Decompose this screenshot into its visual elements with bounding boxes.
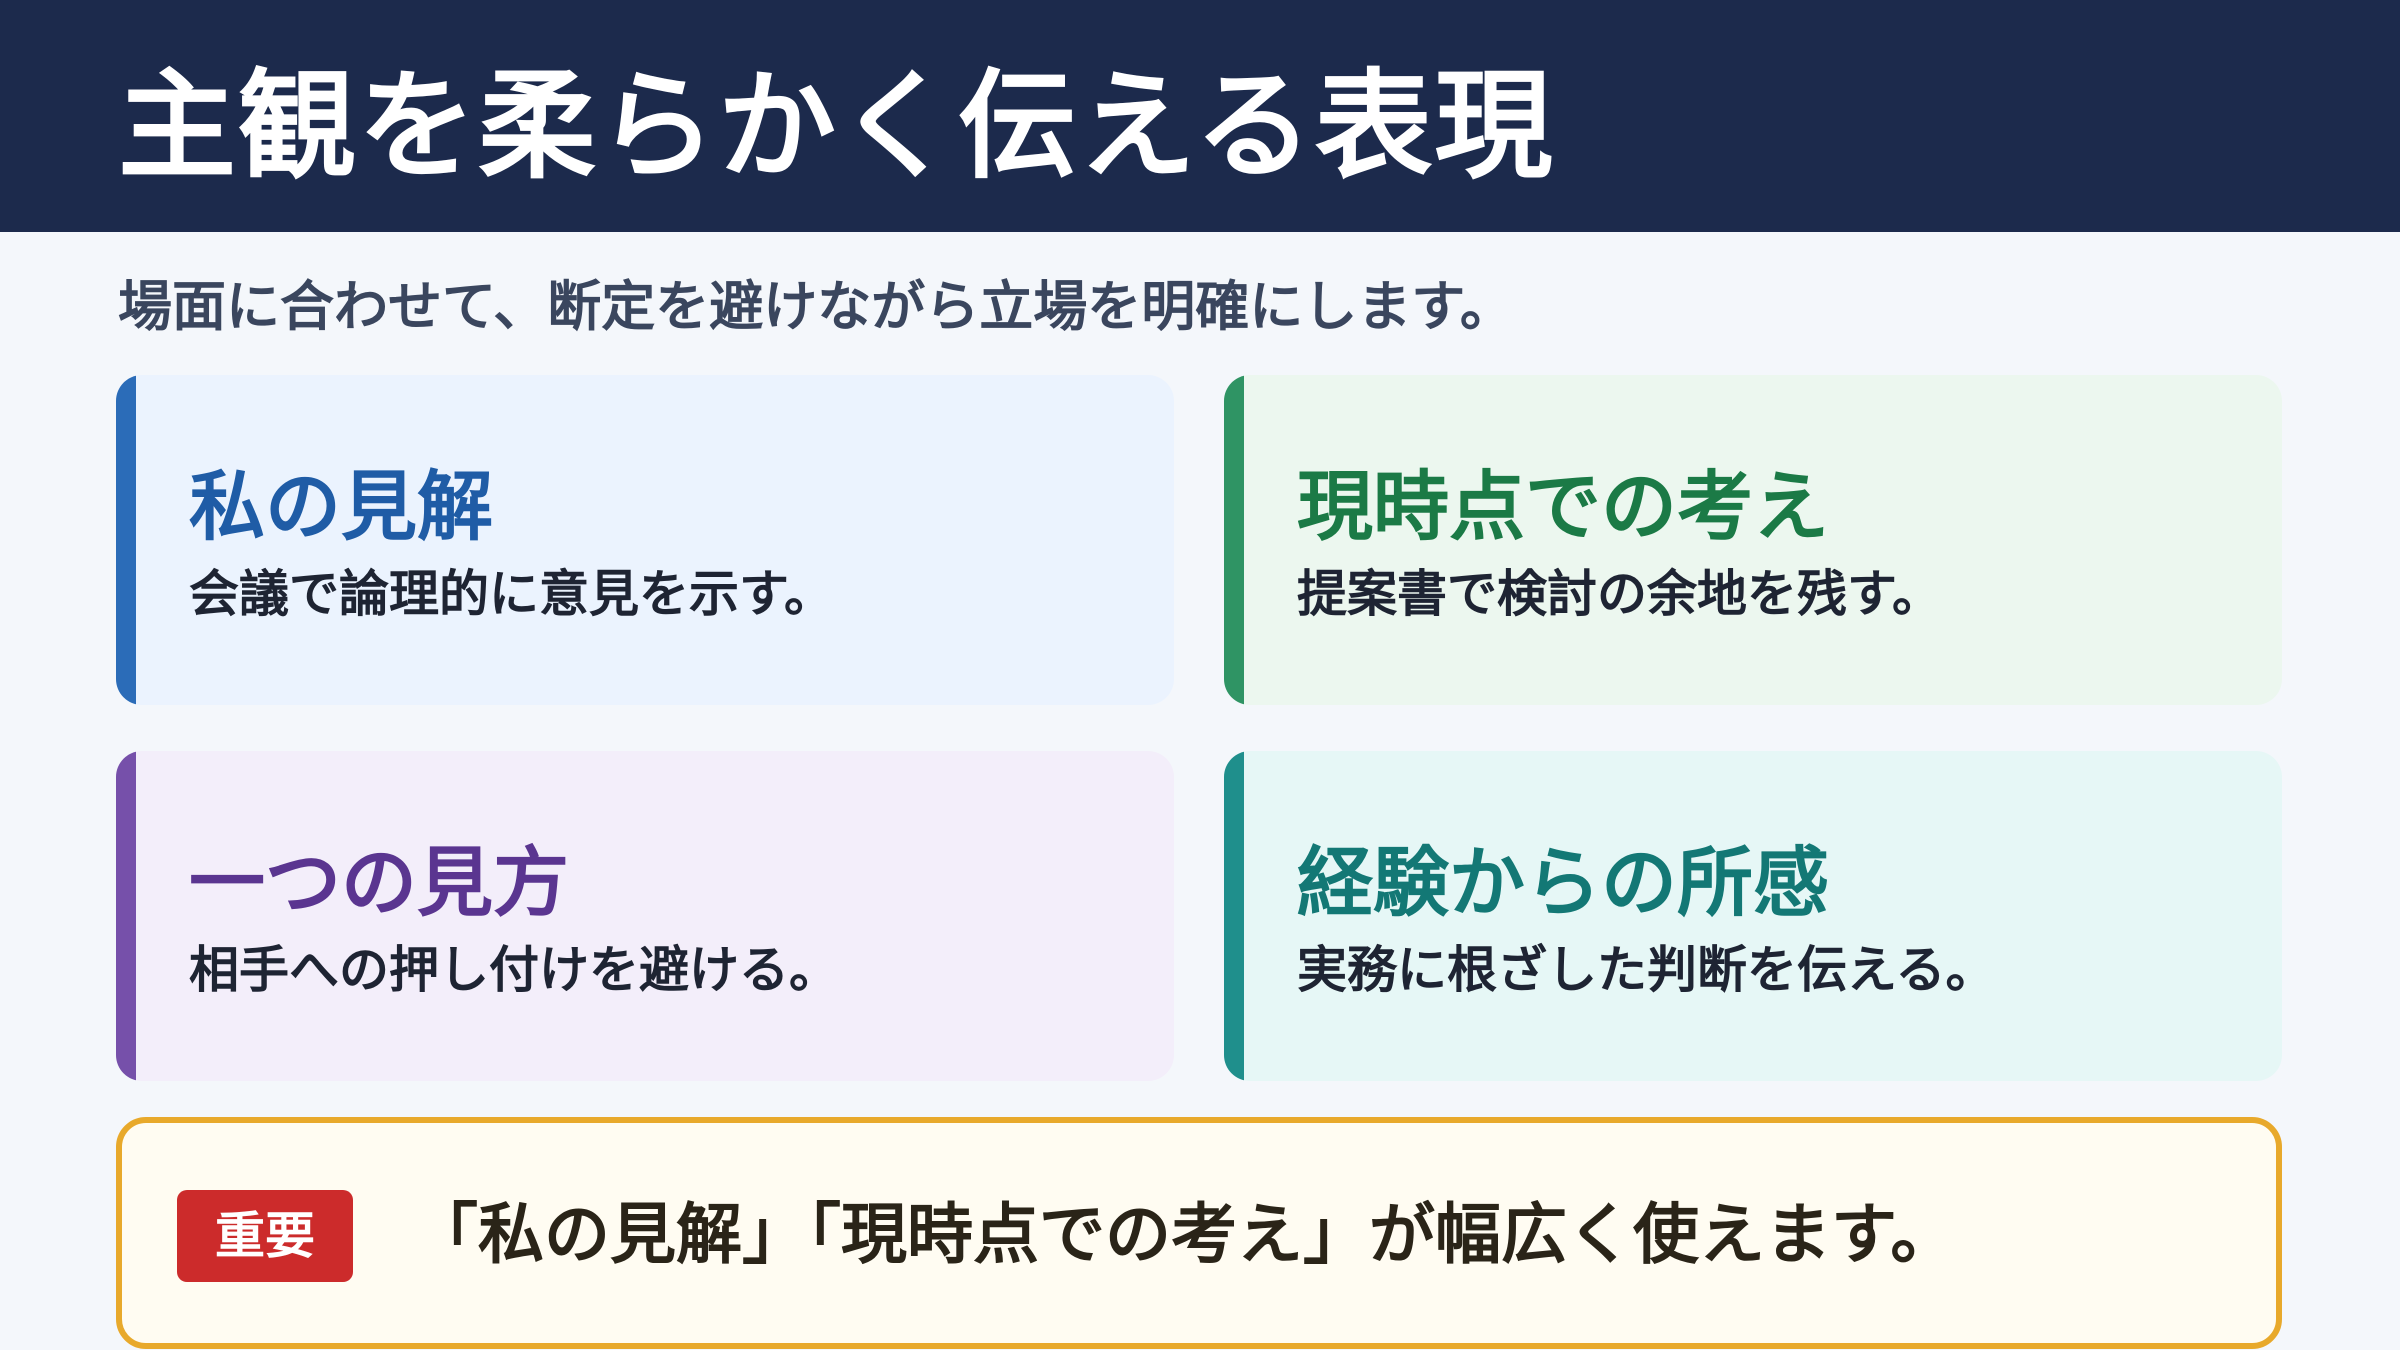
card-description: 提案書で検討の余地を残す。 [1297, 565, 1942, 623]
expression-card-my-view: 私の見解 会議で論理的に意見を示す。 [116, 375, 1174, 705]
card-title: 一つの見方 [189, 838, 569, 927]
important-note: 重要 「私の見解」「現時点での考え」が幅広く使えます。 [116, 1117, 2282, 1349]
card-accent-bar [116, 375, 136, 705]
important-note-text: 「私の見解」「現時点での考え」が幅広く使えます。 [412, 1196, 1957, 1273]
card-title: 現時点での考え [1297, 462, 1829, 551]
card-description: 相手への押し付けを避ける。 [189, 941, 839, 999]
page-subtitle: 場面に合わせて、断定を避けながら立場を明確にします。 [118, 275, 1514, 338]
page-title: 主観を柔らかく伝える表現 [118, 57, 1555, 195]
expression-card-one-perspective: 一つの見方 相手への押し付けを避ける。 [116, 751, 1174, 1081]
important-badge: 重要 [177, 1190, 353, 1282]
header-banner: 主観を柔らかく伝える表現 [0, 0, 2400, 232]
card-title: 私の見解 [189, 462, 493, 551]
card-accent-bar [1224, 751, 1244, 1081]
expression-card-experience: 経験からの所感 実務に根ざした判断を伝える。 [1224, 751, 2282, 1081]
card-title: 経験からの所感 [1297, 838, 1829, 927]
card-description: 会議で論理的に意見を示す。 [189, 565, 834, 623]
card-accent-bar [1224, 375, 1244, 705]
card-description: 実務に根ざした判断を伝える。 [1297, 941, 1996, 999]
card-accent-bar [116, 751, 136, 1081]
expression-card-current-thought: 現時点での考え 提案書で検討の余地を残す。 [1224, 375, 2282, 705]
